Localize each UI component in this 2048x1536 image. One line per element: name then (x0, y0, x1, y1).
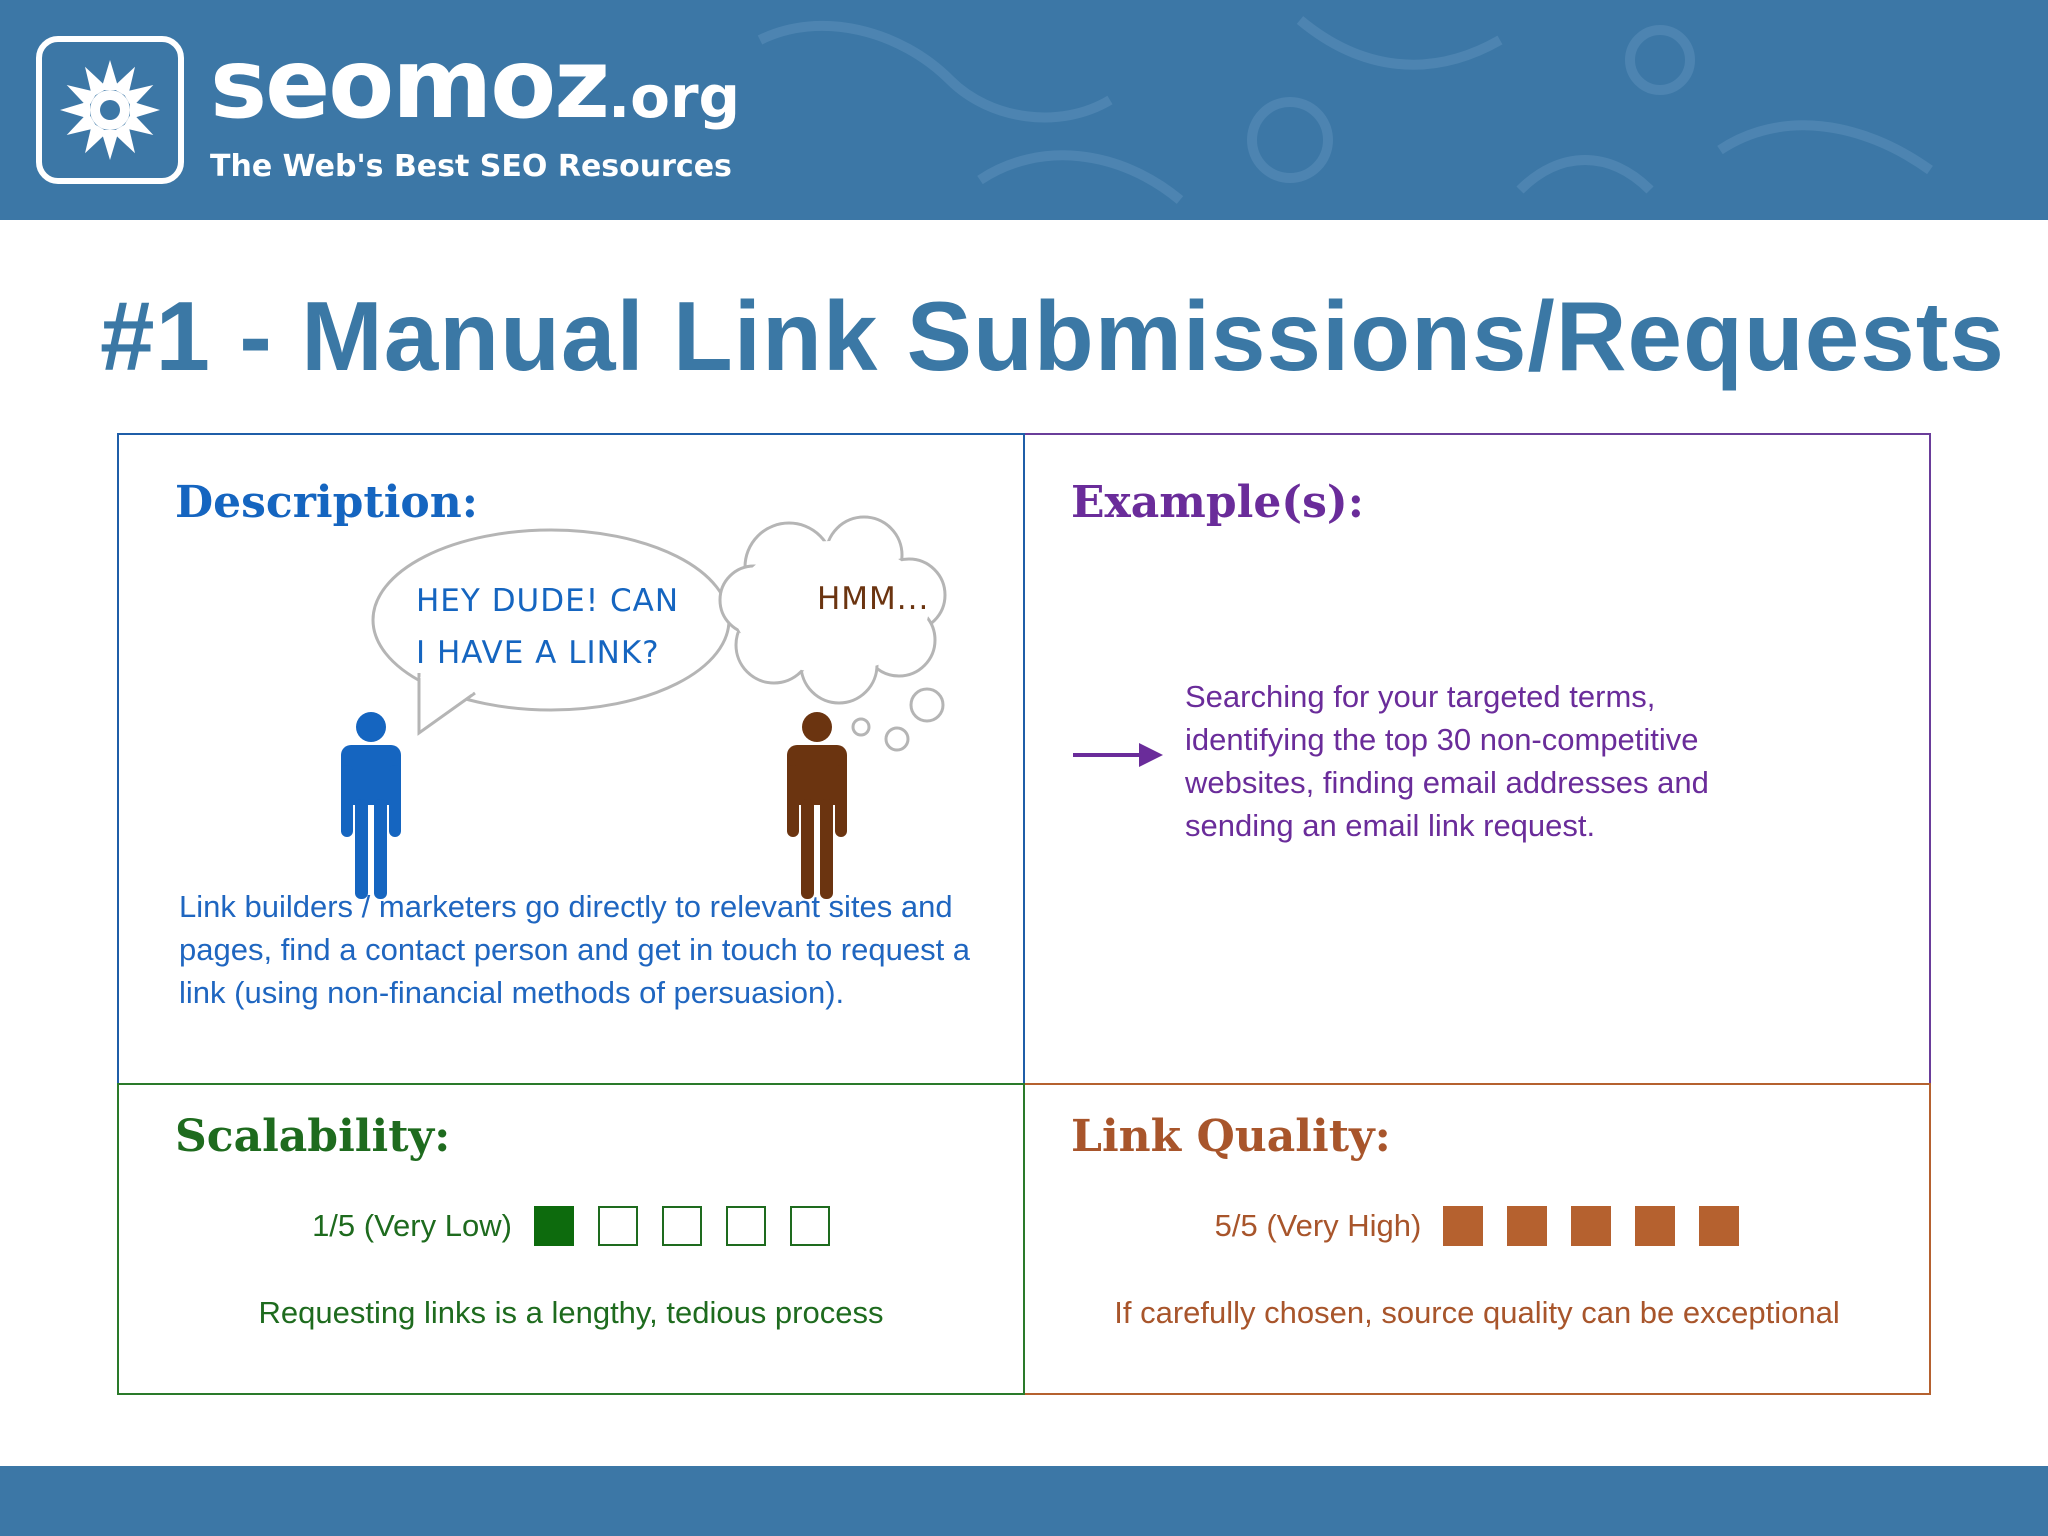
examples-panel: Example(s): Searching for your targeted … (1023, 433, 1931, 1085)
blue-person-icon (341, 712, 401, 899)
scalability-rating: 1/5 (Very Low) (119, 1203, 1023, 1249)
rating-square-filled (1635, 1206, 1676, 1246)
slide-title: #1 - Manual Link Submissions/Requests (100, 281, 2005, 391)
link-quality-caption: If carefully chosen, source quality can … (1114, 1295, 1840, 1330)
header-bar: seomoz.org The Web's Best SEO Resources (0, 0, 2048, 220)
brand-name: seomoz.org (210, 28, 741, 140)
rating-square-empty (725, 1206, 766, 1246)
rating-square-filled (533, 1206, 574, 1246)
examples-heading: Example(s): (1071, 477, 1364, 528)
rating-square-empty (597, 1206, 638, 1246)
brand-tld: .org (608, 63, 741, 131)
star-flower-icon (60, 60, 160, 160)
site-logo[interactable] (36, 36, 184, 184)
speech-bubble-line-1: HEY DUDE! CAN (416, 583, 680, 619)
rating-square-filled (1571, 1206, 1612, 1246)
link-quality-heading: Link Quality: (1071, 1111, 1391, 1162)
rating-square-empty (661, 1206, 702, 1246)
brown-person-icon (787, 712, 847, 899)
description-heading: Description: (175, 477, 478, 528)
link-quality-rating: 5/5 (Very High) (1025, 1203, 1929, 1249)
rating-square-empty (789, 1206, 830, 1246)
scalability-panel: Scalability: 1/5 (Very Low) Requesting l… (117, 1083, 1025, 1395)
link-quality-rating-label: 5/5 (Very High) (1214, 1208, 1422, 1243)
arrow-right-icon (1073, 743, 1163, 767)
description-text: Link builders / marketers go directly to… (179, 889, 971, 1010)
footer-bar (0, 1466, 2048, 1536)
scalability-caption: Requesting links is a lengthy, tedious p… (258, 1295, 884, 1330)
description-panel: Description: (117, 433, 1025, 1085)
rating-square-filled (1507, 1206, 1548, 1246)
brand-tagline: The Web's Best SEO Resources (210, 149, 732, 184)
comic-illustration (341, 515, 947, 899)
thought-bubble-text: HMM... (817, 581, 930, 617)
scalability-rating-label: 1/5 (Very Low) (312, 1208, 512, 1243)
brand[interactable]: seomoz.org The Web's Best SEO Resources (210, 36, 740, 184)
speech-bubble-line-2: I HAVE A LINK? (416, 635, 660, 671)
examples-text: Searching for your targeted terms, ident… (1185, 679, 1709, 843)
rating-square-filled (1443, 1206, 1484, 1246)
rating-square-filled (1699, 1206, 1740, 1246)
header-decoration (757, 16, 1933, 204)
scalability-heading: Scalability: (175, 1111, 451, 1162)
link-quality-panel: Link Quality: 5/5 (Very High) If careful… (1023, 1083, 1931, 1395)
content-grid: Description: (117, 433, 1931, 1395)
